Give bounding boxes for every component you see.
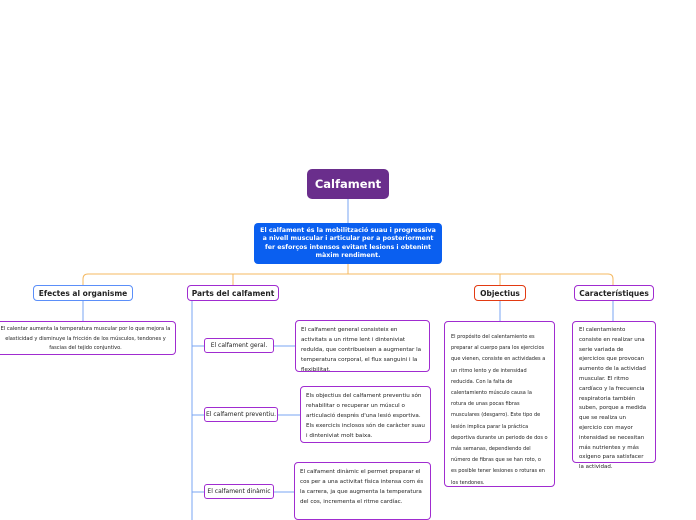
root-node[interactable]: Calfament [307,169,389,199]
connector-main-branches [82,264,614,285]
node-text: Els objectius del calfament preventiu só… [306,393,425,439]
sub-calfament-dinamic[interactable]: El calfament dinàmic [204,484,274,499]
node-text: El calfament general consisteix en activ… [301,327,422,373]
node-text: El calentar aumenta la temperatura muscu… [0,326,171,351]
root-label: Calfament [314,177,382,191]
objectius-text-node[interactable]: El propósito del calentamiento es prepar… [444,321,555,487]
main-topic-node[interactable]: El calfament és la mobilització suau i p… [254,223,442,264]
node-text: El calentamiento consiste en realizar un… [579,327,647,471]
branch-objectius[interactable]: Objectius [474,285,526,301]
calfament-general-text-node[interactable]: El calfament general consisteix en activ… [295,320,430,373]
sub-label: El calfament geral. [210,342,268,349]
sub-label: El calfament preventiu. [205,411,276,418]
branch-efectes-al-organisme[interactable]: Efectes al organisme [33,285,133,301]
branch-label: Característiques [579,288,649,298]
efectes-text-node[interactable]: El calentar aumenta la temperatura muscu… [0,321,176,355]
sub-calfament-general[interactable]: El calfament geral. [204,338,274,353]
calfament-preventiu-text-node[interactable]: Els objectius del calfament preventiu só… [300,386,431,443]
branch-caracteristiques[interactable]: Característiques [574,285,654,301]
main-topic-text: El calfament és la mobilització suau i p… [260,227,436,259]
branch-label: Parts del calfament [191,288,275,298]
branch-label: Objectius [480,288,520,298]
node-text: El propósito del calentamiento es prepar… [451,334,548,486]
branch-parts-del-calfament[interactable]: Parts del calfament [187,285,279,301]
calfament-dinamic-text-node[interactable]: El calfament dinàmic el permet preparar … [294,462,431,520]
sub-label: El calfament dinàmic [207,488,271,495]
caracteristiques-text-node[interactable]: El calentamiento consiste en realizar un… [572,321,656,470]
sub-calfament-preventiu[interactable]: El calfament preventiu. [204,407,278,422]
branch-label: Efectes al organisme [38,288,128,298]
node-text: El calfament dinàmic el permet preparar … [300,469,424,505]
